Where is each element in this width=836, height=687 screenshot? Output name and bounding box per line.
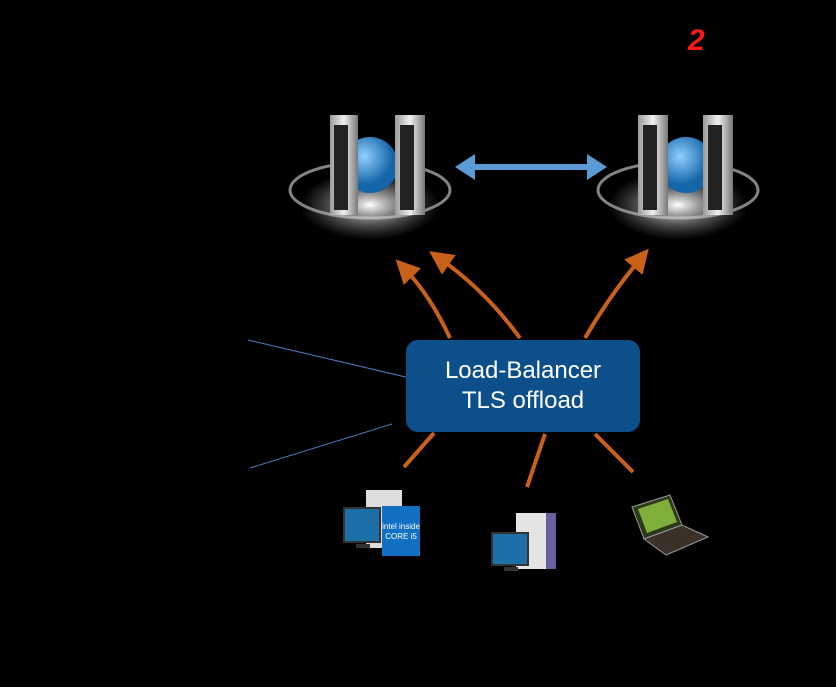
sync-double-arrow <box>455 154 607 180</box>
slide-number: 2 <box>688 24 705 57</box>
server-cloud-icon <box>288 115 452 240</box>
desktop-pc-icon <box>491 513 556 571</box>
server-cloud-icon <box>596 115 760 240</box>
intel-badge-text: intel inside CORE i5 <box>382 522 420 541</box>
tls-offload-label: TLS offload <box>461 387 585 414</box>
laptop-icon <box>631 494 710 556</box>
load-balancer-label: Load-Balancer <box>444 357 602 384</box>
desktop-pc-icon <box>343 490 420 556</box>
callout-lines <box>247 339 411 469</box>
load-balancer-box: Load-Balancer TLS offload <box>406 340 640 432</box>
traffic-arrows <box>395 248 649 488</box>
